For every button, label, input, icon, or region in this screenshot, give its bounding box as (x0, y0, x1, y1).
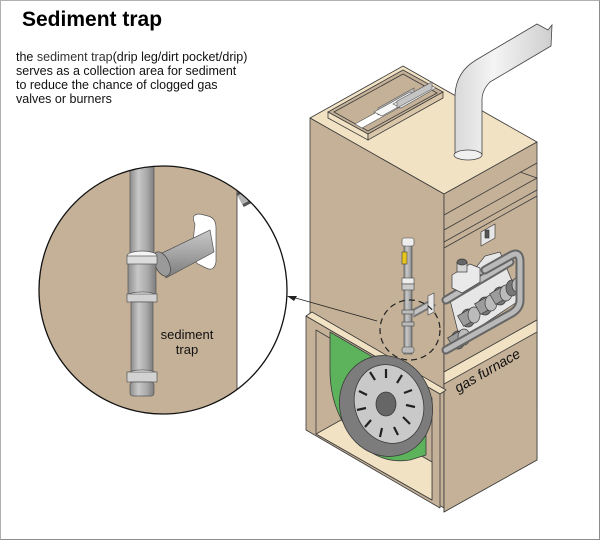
blower-wheel-blades (356, 369, 416, 438)
sediment-trap-pipe (130, 301, 154, 375)
description-line-2: serves as a collection area for sediment (16, 64, 237, 78)
burner-assembly (441, 249, 525, 355)
description-line-1: the sediment trap(drip leg/dirt pocket/d… (16, 50, 248, 64)
description: the sediment trap(drip leg/dirt pocket/d… (16, 50, 316, 106)
sediment-trap-highlight (379, 299, 441, 361)
gas-supply-pipe (401, 237, 436, 355)
gas-valve (451, 258, 481, 294)
flue-pipe (453, 23, 553, 161)
blower-compartment (305, 311, 447, 509)
description-line-3: to reduce the chance of clogged gas (16, 78, 218, 92)
callout-label-line-2: trap (176, 342, 198, 357)
vertical-gas-pipe (126, 166, 158, 397)
diagram-title: Sediment trap (22, 8, 163, 31)
term-sediment-trap: sediment trap (36, 50, 113, 64)
blower-hub (375, 391, 397, 417)
limit-switch (480, 223, 496, 247)
trap-cap (129, 381, 155, 397)
return-air-box (327, 69, 444, 141)
callout-leader (287, 296, 378, 322)
magnified-callout: sediment trap (38, 165, 288, 415)
filter-slats (354, 81, 437, 129)
description-line-4: valves or burners (16, 92, 112, 106)
branch-pipe (153, 229, 215, 279)
valve-handle (401, 251, 408, 265)
callout-label-line-1: sediment (161, 327, 214, 342)
